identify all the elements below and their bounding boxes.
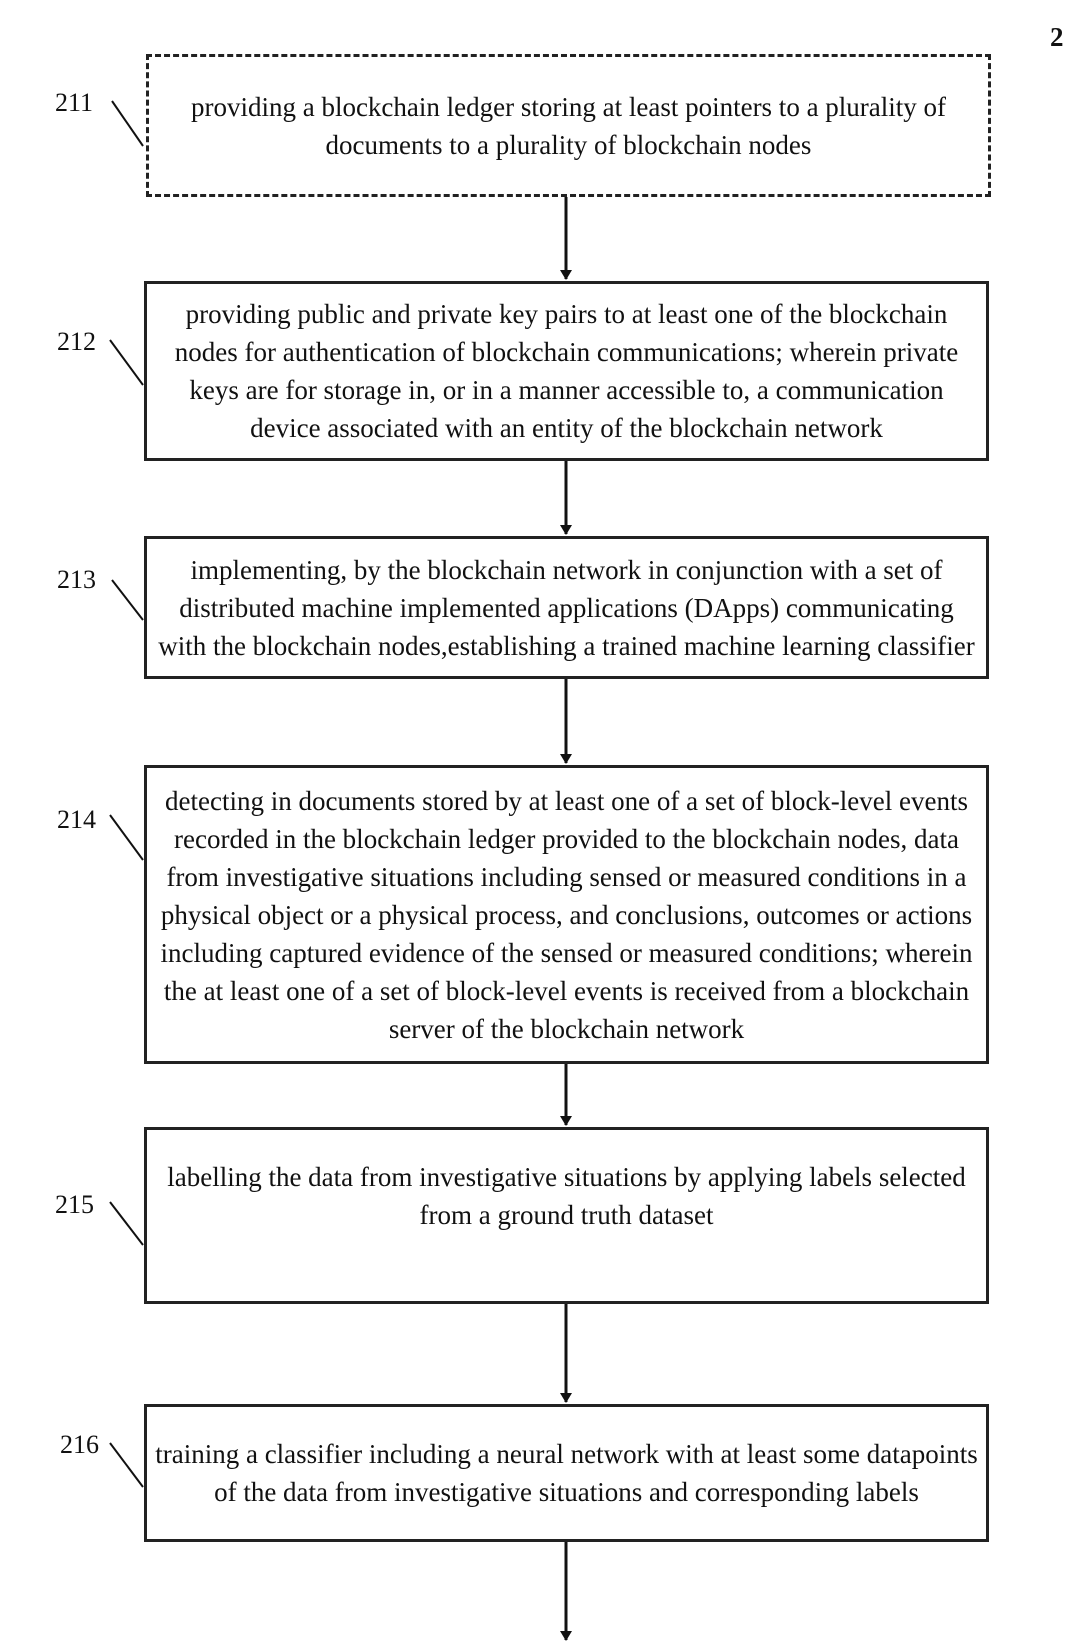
step-text-213: implementing, by the blockchain network … — [147, 551, 986, 665]
step-label-214: 214 — [57, 805, 96, 835]
step-box-214: detecting in documents stored by at leas… — [144, 765, 989, 1064]
step-text-214: detecting in documents stored by at leas… — [147, 782, 986, 1048]
step-label-212: 212 — [57, 327, 96, 357]
step-label-213: 213 — [57, 565, 96, 595]
step-box-211: providing a blockchain ledger storing at… — [146, 54, 991, 197]
step-text-211: providing a blockchain ledger storing at… — [149, 88, 988, 164]
step-label-216: 216 — [60, 1430, 99, 1460]
leader-line-214 — [110, 815, 143, 860]
leader-line-216 — [110, 1443, 143, 1487]
step-box-212: providing public and private key pairs t… — [144, 281, 989, 461]
step-box-213: implementing, by the blockchain network … — [144, 536, 989, 679]
step-label-215: 215 — [55, 1190, 94, 1220]
leader-line-213 — [112, 580, 143, 620]
step-box-216: training a classifier including a neural… — [144, 1404, 989, 1542]
step-text-212: providing public and private key pairs t… — [147, 295, 986, 447]
step-box-215: labelling the data from investigative si… — [144, 1127, 989, 1304]
leader-line-212 — [110, 340, 143, 385]
leader-line-211 — [112, 101, 143, 146]
step-text-215: labelling the data from investigative si… — [147, 1158, 986, 1274]
step-label-211: 211 — [55, 88, 93, 118]
leader-line-215 — [110, 1202, 143, 1245]
step-text-216: training a classifier including a neural… — [147, 1435, 986, 1511]
